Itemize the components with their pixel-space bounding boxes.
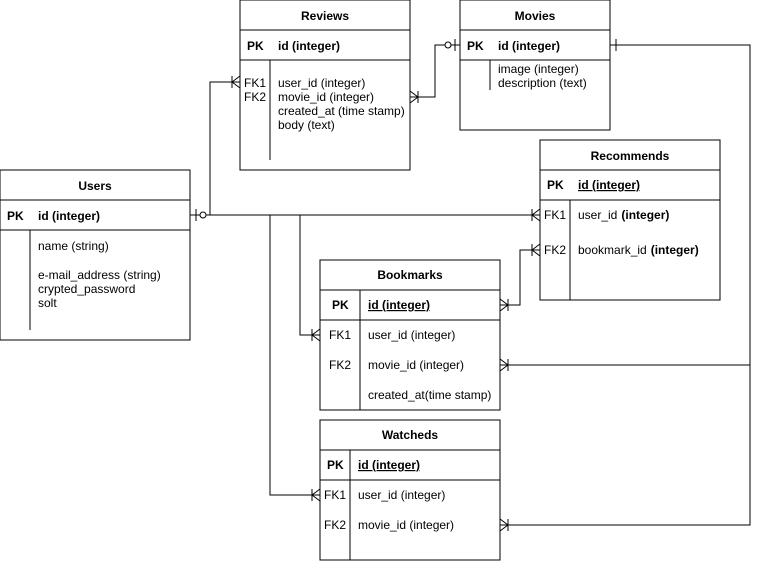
entity-bookmarks: Bookmarks PK id (integer) FK1 user_id (i… (319, 259, 501, 411)
entity-reviews: Reviews PK id (integer) FK1 FK2 user_id … (239, 0, 411, 171)
recommends-fk2-type: (integer) (651, 243, 699, 257)
marker-recommends-user-many (531, 208, 541, 222)
movies-field-image: image (integer) (498, 62, 579, 76)
entity-recommends: Recommends PK id (integer) FK1 user_id (i… (539, 139, 721, 301)
recommends-title: Recommends (591, 149, 670, 163)
watcheds-fk1-field: user_id (integer) (358, 488, 445, 502)
rel-users-bookmarks (299, 215, 320, 336)
reviews-fk2-label: FK2 (244, 90, 266, 104)
users-pk-field: id (integer) (38, 209, 100, 223)
users-field-solt: solt (38, 296, 57, 310)
bookmarks-fk2-field: movie_id (integer) (368, 358, 464, 372)
movies-title: Movies (515, 9, 556, 23)
entity-users: Users PK id (integer) name (string) e-ma… (0, 169, 191, 341)
movies-pk-label: PK (467, 39, 484, 53)
reviews-fk1-label: FK1 (244, 76, 266, 90)
recommends-pk-label: PK (547, 178, 564, 192)
reviews-field-body: body (text) (278, 118, 335, 132)
recommends-fk2-label: FK2 (544, 243, 566, 257)
reviews-pk-label: PK (247, 39, 264, 53)
watcheds-fk1-label: FK1 (324, 488, 346, 502)
reviews-field-movie-id: movie_id (integer) (278, 90, 374, 104)
watcheds-title: Watcheds (382, 428, 439, 442)
marker-reviews-movie-many (409, 90, 419, 104)
users-pk-label: PK (7, 209, 24, 223)
marker-movies-zero (444, 41, 452, 49)
marker-users-zero (199, 211, 207, 219)
movies-field-description: description (text) (498, 76, 587, 90)
rel-movies-trunk (500, 44, 751, 526)
movies-pk-field: id (integer) (498, 39, 560, 53)
recommends-fk2-field: bookmark_id (integer) (578, 243, 699, 257)
rel-users-watcheds (269, 215, 320, 496)
marker-reviews-user-many (231, 75, 241, 89)
bookmarks-title: Bookmarks (377, 268, 443, 282)
recommends-fk2-name: bookmark_id (578, 243, 647, 257)
bookmarks-fk1-field: user_id (integer) (368, 328, 455, 342)
recommends-fk1-name: user_id (578, 208, 617, 222)
reviews-title: Reviews (301, 9, 349, 23)
users-field-name: name (string) (38, 239, 109, 253)
marker-watcheds-movie-many (499, 518, 509, 532)
recommends-fk1-field: user_id (integer) (578, 208, 669, 222)
marker-watcheds-user-many (311, 488, 321, 502)
rel-users-reviews (209, 81, 240, 215)
reviews-field-user-id: user_id (integer) (278, 76, 365, 90)
bookmarks-fk2-label: FK2 (329, 358, 351, 372)
marker-bookmarks-user-many (311, 328, 321, 342)
entity-movies: Movies PK id (integer) image (integer) d… (459, 0, 611, 131)
watcheds-pk-label: PK (327, 458, 344, 472)
bookmarks-fk1-label: FK1 (329, 328, 351, 342)
bookmarks-pk-label: PK (332, 298, 349, 312)
recommends-fk1-label: FK1 (544, 208, 566, 222)
bookmarks-field-created-at: created_at(time stamp) (368, 388, 491, 402)
rel-movies-reviews (410, 44, 460, 98)
users-field-email: e-mail_address (string) (38, 268, 161, 282)
marker-bookmarks-id-many (499, 298, 509, 312)
relationship-lines (190, 39, 751, 532)
marker-recommends-bookmark-many (531, 243, 541, 257)
watcheds-fk2-label: FK2 (324, 518, 346, 532)
recommends-fk1-type: (integer) (621, 208, 669, 222)
bookmarks-pk-field: id (integer) (368, 298, 430, 312)
marker-bookmarks-movie-many (499, 358, 509, 372)
rel-bookmarks-recommends (500, 249, 540, 306)
watcheds-fk2-field: movie_id (integer) (358, 518, 454, 532)
entity-watcheds: Watcheds PK id (integer) FK1 user_id (in… (319, 419, 501, 561)
users-field-password: crypted_password (38, 282, 135, 296)
reviews-pk-field: id (integer) (278, 39, 340, 53)
users-title: Users (78, 179, 112, 193)
watcheds-pk-field: id (integer) (358, 458, 420, 472)
recommends-pk-field: id (integer) (578, 178, 640, 192)
reviews-field-created-at: created_at (time stamp) (278, 104, 405, 118)
